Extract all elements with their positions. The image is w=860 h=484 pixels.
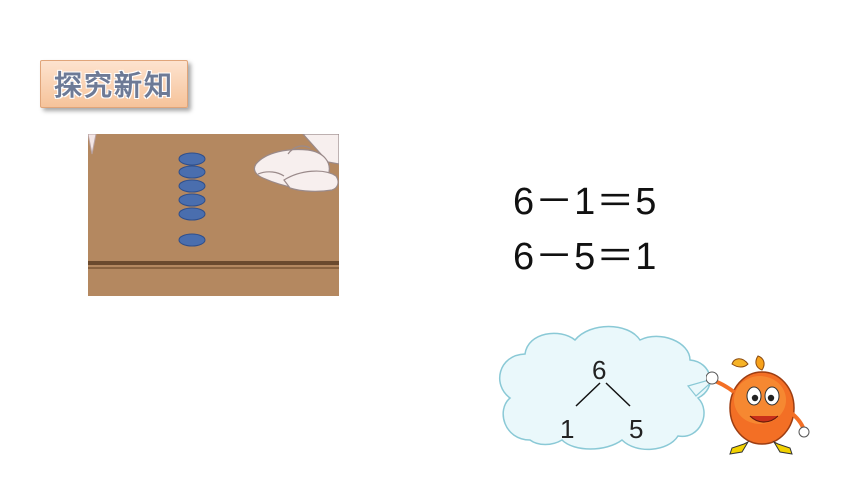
bead	[178, 233, 206, 247]
bead	[178, 165, 206, 179]
counting-scene-image	[88, 134, 339, 296]
bond-left: 1	[560, 414, 575, 444]
orange-mascot-icon	[706, 355, 810, 455]
bond-right: 5	[629, 414, 644, 444]
bead	[178, 207, 206, 221]
bond-right-line	[605, 382, 631, 407]
hands-icon	[253, 134, 339, 192]
bead	[178, 193, 206, 207]
bead	[178, 152, 206, 166]
bead-group	[178, 152, 206, 247]
bond-left-line	[575, 382, 601, 407]
section-title-badge: 探究新知	[40, 60, 188, 108]
bead	[178, 179, 206, 193]
section-title: 探究新知	[53, 69, 174, 102]
bond-whole: 6	[592, 355, 607, 385]
equation-2: 6－5＝1	[513, 236, 658, 278]
equation-1: 6－1＝5	[513, 181, 658, 223]
